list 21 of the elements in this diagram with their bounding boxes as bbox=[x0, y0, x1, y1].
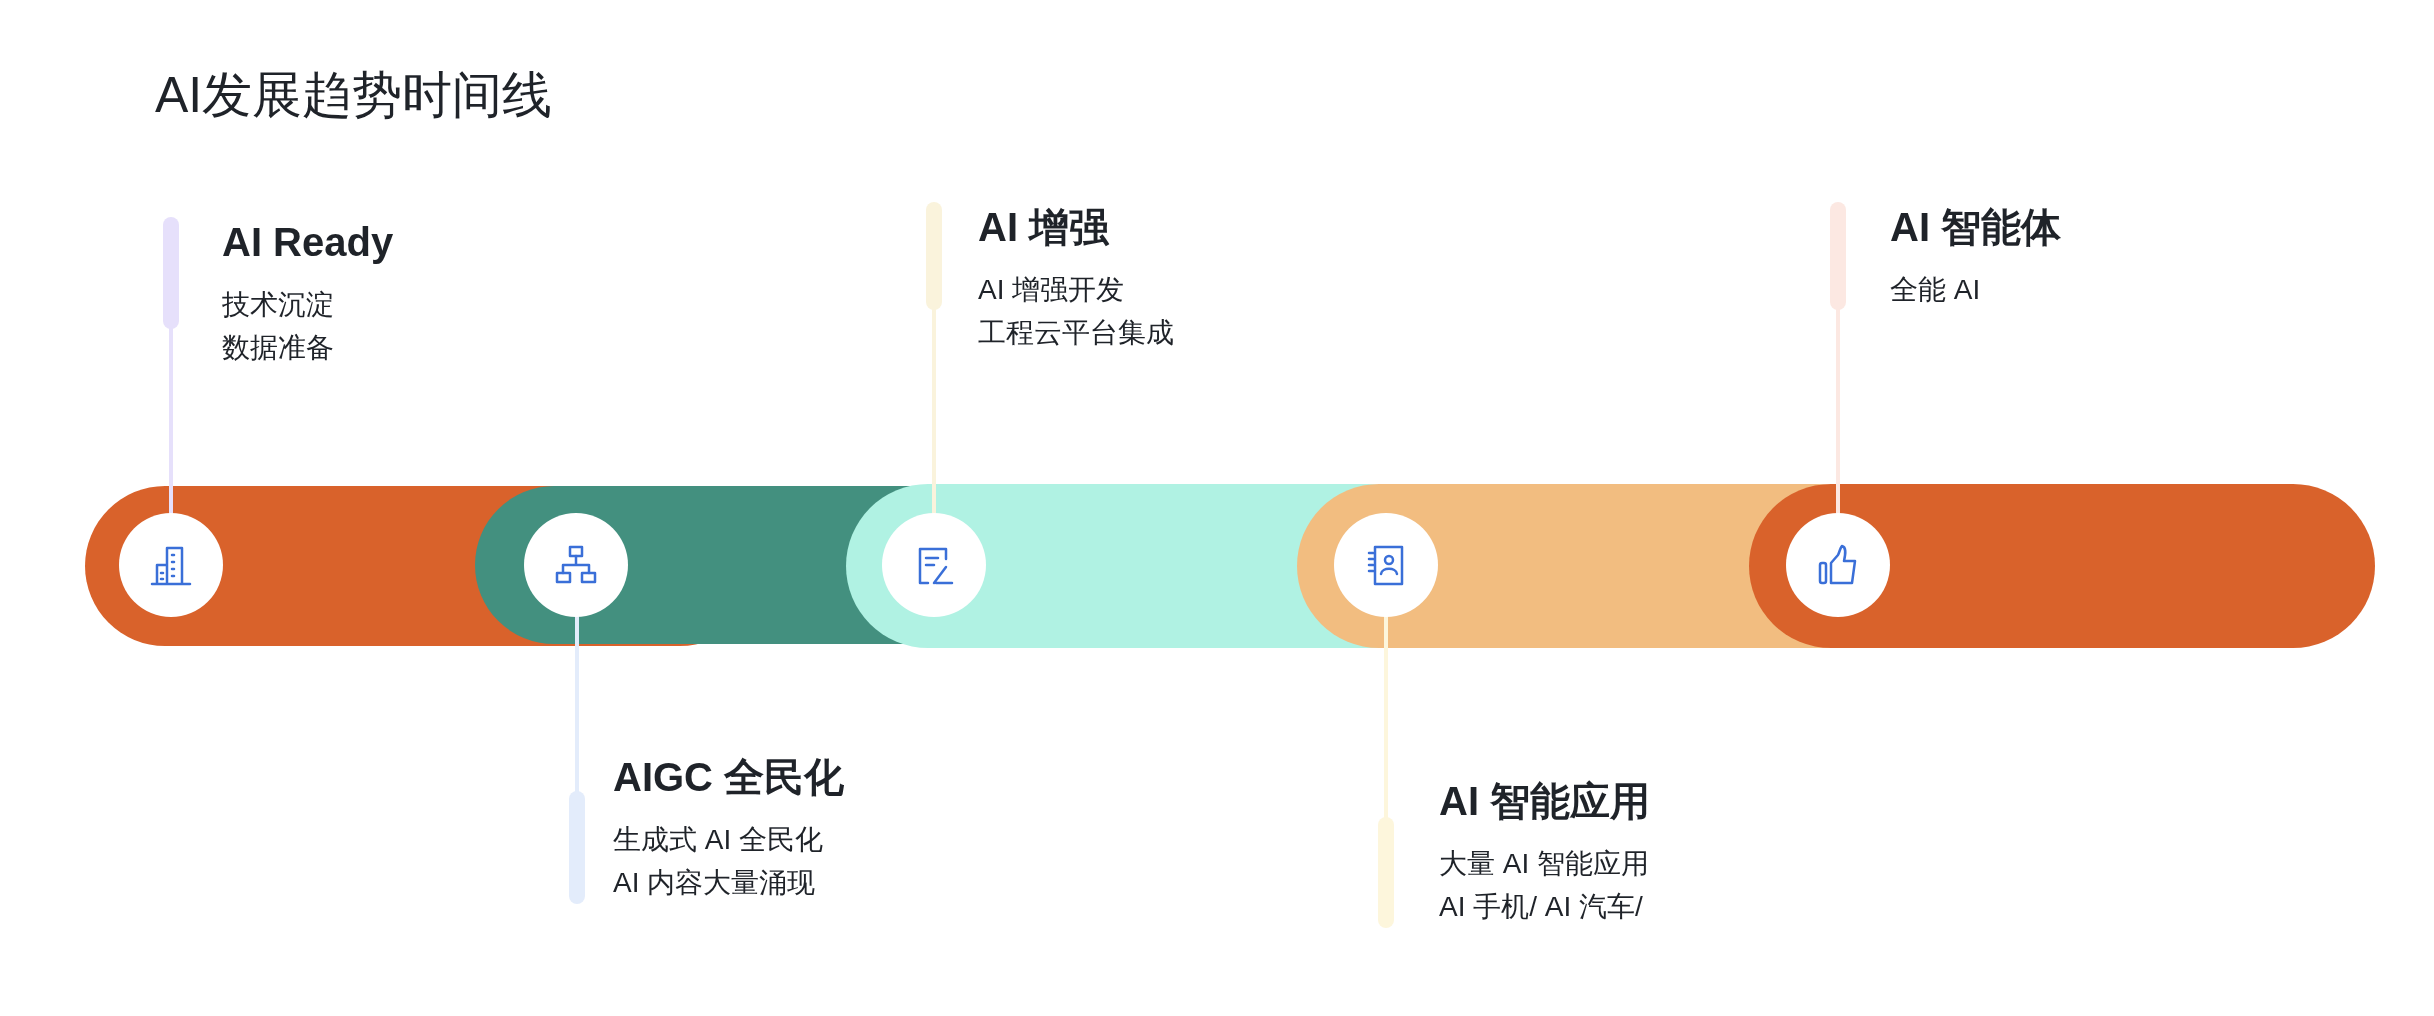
milestone-detail: 工程云平台集成 bbox=[978, 316, 1174, 350]
milestone-detail: AI 内容大量涌现 bbox=[613, 866, 817, 900]
milestone-text bbox=[569, 752, 845, 904]
milestone-detail: 全能 AI bbox=[1890, 273, 1982, 307]
milestone-detail: 生成式 AI 全民化 bbox=[613, 823, 824, 857]
milestone-heading: AI 智能体 bbox=[1890, 204, 2062, 251]
diagram-title: AI发展趋势时间线 bbox=[155, 66, 553, 125]
milestone-detail: AI 增强开发 bbox=[978, 273, 1126, 307]
milestone-detail: 技术沉淀 bbox=[222, 288, 335, 322]
leader-line bbox=[932, 352, 936, 515]
milestone-detail: AI 手机/ AI 汽车/ bbox=[1439, 890, 1644, 924]
leader-line bbox=[1384, 615, 1388, 778]
milestone-text bbox=[926, 202, 1174, 354]
milestone-heading: AIGC 全民化 bbox=[613, 754, 845, 801]
milestone-detail: 数据准备 bbox=[222, 331, 335, 365]
milestone-text bbox=[1830, 202, 2062, 311]
milestone-heading: AI Ready bbox=[222, 219, 394, 266]
milestone-text bbox=[163, 217, 394, 369]
milestone-detail: 大量 AI 智能应用 bbox=[1439, 847, 1650, 881]
milestone-heading: AI 智能应用 bbox=[1439, 778, 1651, 825]
milestone-heading: AI 增强 bbox=[978, 204, 1111, 251]
